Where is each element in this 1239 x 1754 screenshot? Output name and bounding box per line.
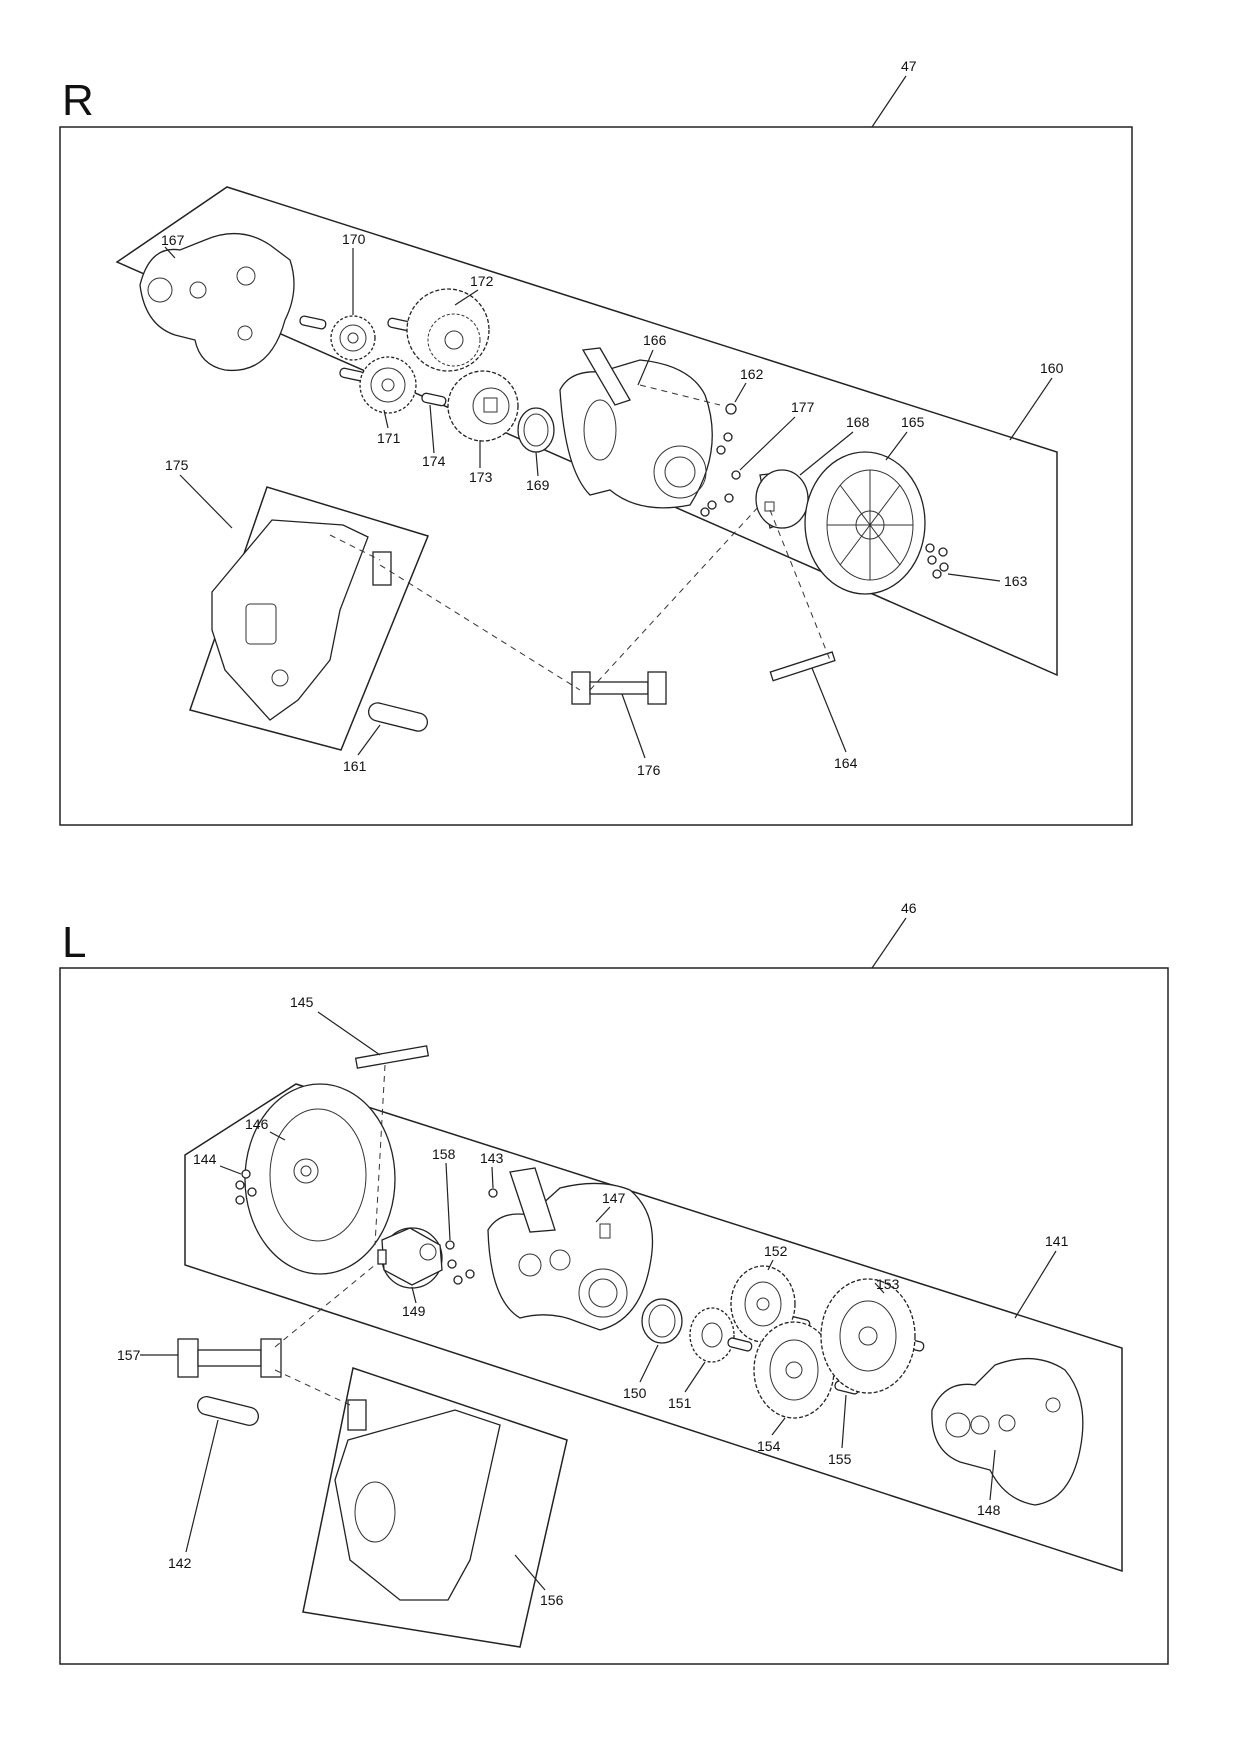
callout-174: 174	[422, 453, 446, 469]
callouts-right: 167 170 172 166 162 160 177 168 165 171 …	[161, 231, 1064, 778]
part-motor-168	[755, 469, 809, 529]
callout-152: 152	[764, 1243, 788, 1259]
exploded-frame-left	[184, 1083, 1123, 1573]
frame-right	[59, 126, 1133, 826]
part-gear-151	[689, 1307, 735, 1363]
callout-147: 147	[602, 1190, 626, 1206]
callout-177: 177	[791, 399, 815, 415]
callout-175: 175	[165, 457, 189, 473]
callout-141: 141	[1045, 1233, 1069, 1249]
leader-46	[871, 917, 907, 969]
part-gear-cover-148	[931, 1357, 1084, 1506]
callout-150: 150	[623, 1385, 647, 1401]
callouts-left: 145 146 144 158 143 147 152 153 141 149 …	[117, 994, 1069, 1608]
callout-160: 160	[1040, 360, 1064, 376]
part-gear-172	[406, 288, 490, 372]
callout-151: 151	[668, 1395, 692, 1411]
callout-146: 146	[245, 1116, 269, 1132]
part-gear-153	[820, 1278, 916, 1394]
callout-176: 176	[637, 762, 661, 778]
part-gear-cover-167	[139, 232, 295, 372]
part-gear-171	[359, 356, 417, 414]
callout-165: 165	[901, 414, 925, 430]
section-right: R 47	[59, 58, 1133, 826]
callout-169: 169	[526, 477, 550, 493]
callout-145: 145	[290, 994, 314, 1010]
part-strip-145	[354, 1045, 430, 1069]
callout-149: 149	[402, 1303, 426, 1319]
part-gearbox-166	[559, 347, 713, 509]
callout-155: 155	[828, 1451, 852, 1467]
assembly-ref-left: 46	[901, 900, 917, 916]
callout-157: 157	[117, 1347, 141, 1363]
part-cover-156	[334, 1399, 501, 1601]
callout-158: 158	[432, 1146, 456, 1162]
part-pin-161	[367, 702, 429, 732]
part-strip-164	[769, 651, 836, 682]
callout-144: 144	[193, 1151, 217, 1167]
callout-142: 142	[168, 1555, 192, 1571]
part-gear-173	[447, 370, 519, 442]
part-gear-170	[330, 315, 376, 361]
section-left: L 46	[59, 900, 1169, 1665]
part-pin-142	[197, 1396, 259, 1426]
callout-168: 168	[846, 414, 870, 430]
assembly-ref-right: 47	[901, 58, 917, 74]
subframe-156	[302, 1367, 568, 1648]
part-motor-149	[377, 1227, 443, 1289]
callout-172: 172	[470, 273, 494, 289]
callout-173: 173	[469, 469, 493, 485]
part-gearbox-147	[487, 1167, 654, 1331]
section-letter-right: R	[62, 76, 94, 125]
part-shaft-157	[177, 1338, 282, 1378]
section-letter-left: L	[62, 918, 86, 967]
part-shaft-176	[571, 671, 667, 705]
callout-162: 162	[740, 366, 764, 382]
callout-166: 166	[643, 332, 667, 348]
callout-154: 154	[757, 1438, 781, 1454]
callout-170: 170	[342, 231, 366, 247]
callout-143: 143	[480, 1150, 504, 1166]
part-bushing-169	[517, 407, 555, 453]
callout-164: 164	[834, 755, 858, 771]
callout-148: 148	[977, 1502, 1001, 1518]
callout-171: 171	[377, 430, 401, 446]
callout-161: 161	[343, 758, 367, 774]
part-wheel-146	[244, 1083, 396, 1275]
callout-156: 156	[540, 1592, 564, 1608]
frame-left	[59, 967, 1169, 1665]
exploded-frame-right	[115, 186, 1058, 677]
part-bushing-150	[641, 1298, 683, 1344]
leader-47	[871, 75, 907, 128]
callout-167: 167	[161, 232, 185, 248]
callout-153: 153	[876, 1276, 900, 1292]
part-wheel-165	[804, 451, 926, 595]
callout-163: 163	[1004, 573, 1028, 589]
part-cover-175	[211, 519, 392, 721]
